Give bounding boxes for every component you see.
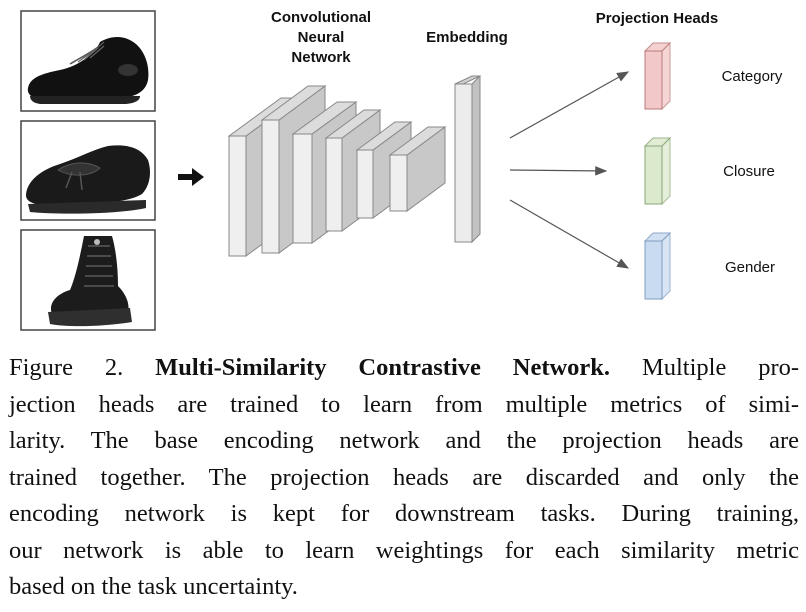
projection-heads-label: Projection Heads <box>596 10 719 27</box>
projection-head-closure <box>643 136 672 206</box>
oxford-shoe-image <box>20 10 156 112</box>
head-label-category: Category <box>722 68 783 85</box>
input-images <box>20 10 156 331</box>
caption-line-5: encoding network is kept for downstream … <box>9 500 799 527</box>
caption-title: Multi-Similarity Contrastive Network. <box>155 354 611 381</box>
projection-head-category <box>643 41 672 111</box>
cnn-blocks <box>227 85 447 257</box>
head-label-closure: Closure <box>723 163 775 180</box>
caption-line-6: our network is able to learn weightings … <box>9 536 799 564</box>
moccasin-image <box>20 120 156 221</box>
caption-text-1: Multiple pro- <box>641 354 800 381</box>
figure-caption: Figure 2. Multi-Similarity Contrastive N… <box>9 350 799 606</box>
cnn-label-line3: Network <box>291 49 351 66</box>
projection-heads <box>643 41 672 301</box>
arrow-to-category <box>509 71 630 139</box>
caption-line-1: Figure 2. Multi-Similarity Contrastive N… <box>9 350 799 387</box>
caption-line-3: larity. The base encoding network and th… <box>9 427 799 454</box>
architecture-figure: Convolutional Neural Network Embedding P… <box>20 9 783 331</box>
cnn-label-line2: Neural <box>298 29 345 46</box>
input-arrow <box>178 168 204 186</box>
projection-head-gender <box>643 231 672 301</box>
caption-line-7: based on the task uncertainty. <box>9 573 298 600</box>
head-arrows <box>509 71 630 269</box>
embedding-label: Embedding <box>426 29 508 46</box>
cnn-label-line1: Convolutional <box>271 9 371 26</box>
head-label-gender: Gender <box>725 259 775 276</box>
high-top-boot-image <box>20 229 156 331</box>
embedding-block <box>454 74 481 244</box>
cnn-block-6 <box>388 126 447 212</box>
caption-prefix: Figure 2. <box>9 354 156 381</box>
arrow-to-gender <box>509 199 630 269</box>
caption-line-4: trained together. The projection heads a… <box>9 463 799 491</box>
caption-line-2: jection heads are trained to learn from … <box>9 390 799 418</box>
arrow-to-closure <box>509 166 608 176</box>
